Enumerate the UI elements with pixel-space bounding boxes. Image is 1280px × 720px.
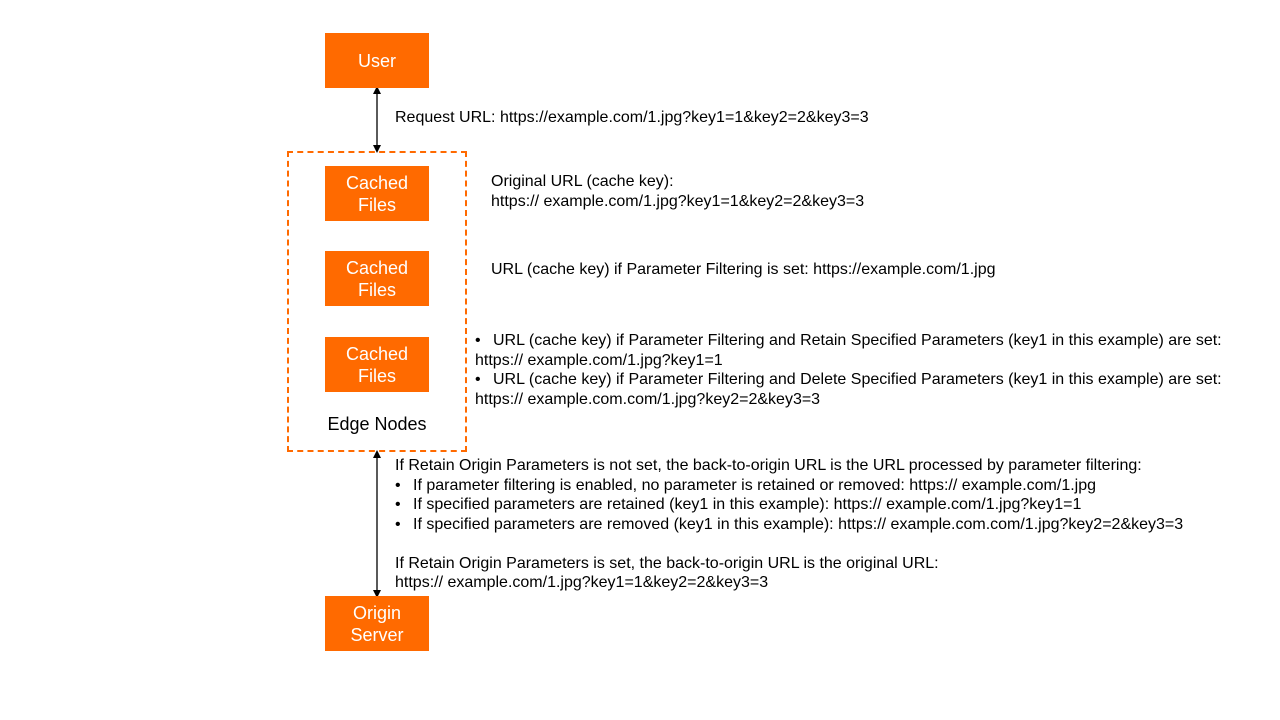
bullet-icon: • <box>395 496 401 513</box>
delete-cache-key-label: URL (cache key) if Parameter Filtering a… <box>493 371 1222 388</box>
origin-not-set-heading: If Retain Origin Parameters is not set, … <box>395 457 1142 474</box>
cached-files-label-1: Cached Files <box>345 172 409 215</box>
origin-not-set-item-3: • If specified parameters are removed (ke… <box>395 515 1183 535</box>
cached-files-node-3: Cached Files <box>325 337 429 392</box>
retain-cache-key-label: URL (cache key) if Parameter Filtering a… <box>493 332 1222 349</box>
cached-files-label-3: Cached Files <box>345 343 409 386</box>
original-url-value: https:// example.com/1.jpg?key1=1&key2=2… <box>491 192 865 210</box>
origin-server-node: Origin Server <box>325 596 429 651</box>
delete-cache-key-value: https:// example.com.com/1.jpg?key2=2&ke… <box>475 390 821 408</box>
origin-server-label: Origin Server <box>350 602 404 645</box>
delete-cache-key-item: • URL (cache key) if Parameter Filtering … <box>475 370 1222 390</box>
retain-cache-key-item: • URL (cache key) if Parameter Filtering … <box>475 331 1222 351</box>
request-url-text: Request URL: https://example.com/1.jpg?k… <box>395 109 869 126</box>
origin-set-heading: If Retain Origin Parameters is set, the … <box>395 554 939 572</box>
origin-not-set-item-text: If specified parameters are retained (ke… <box>413 496 1082 513</box>
bullet-icon: • <box>475 371 481 388</box>
retain-cache-key-value: https:// example.com/1.jpg?key1=1 <box>475 351 723 369</box>
edge-nodes-label: Edge Nodes <box>327 414 427 434</box>
original-url-label: Original URL (cache key): <box>491 173 674 190</box>
spacer <box>395 534 1183 554</box>
origin-set-value: https:// example.com/1.jpg?key1=1&key2=2… <box>395 574 769 591</box>
original-url-block: Original URL (cache key): https:// examp… <box>491 172 864 211</box>
filtered-url-text: URL (cache key) if Parameter Filtering i… <box>491 261 996 278</box>
user-node: User <box>325 33 429 88</box>
cached-files-label-2: Cached Files <box>345 257 409 300</box>
cached-files-node-1: Cached Files <box>325 166 429 221</box>
cache-key-options-block: • URL (cache key) if Parameter Filtering … <box>475 331 1222 409</box>
edge-nodes-group <box>287 151 467 452</box>
cached-files-node-2: Cached Files <box>325 251 429 306</box>
bullet-icon: • <box>395 476 401 494</box>
user-node-label: User <box>357 50 396 71</box>
origin-not-set-item-text: If specified parameters are removed (key… <box>413 515 1184 533</box>
back-to-origin-block: If Retain Origin Parameters is not set, … <box>395 456 1183 593</box>
origin-not-set-item-1: • If parameter filtering is enabled, no p… <box>395 476 1183 496</box>
origin-not-set-item-text: If parameter filtering is enabled, no pa… <box>413 476 1097 494</box>
bullet-icon: • <box>395 515 401 533</box>
origin-not-set-item-2: • If specified parameters are retained (k… <box>395 495 1183 515</box>
bullet-icon: • <box>475 332 481 349</box>
